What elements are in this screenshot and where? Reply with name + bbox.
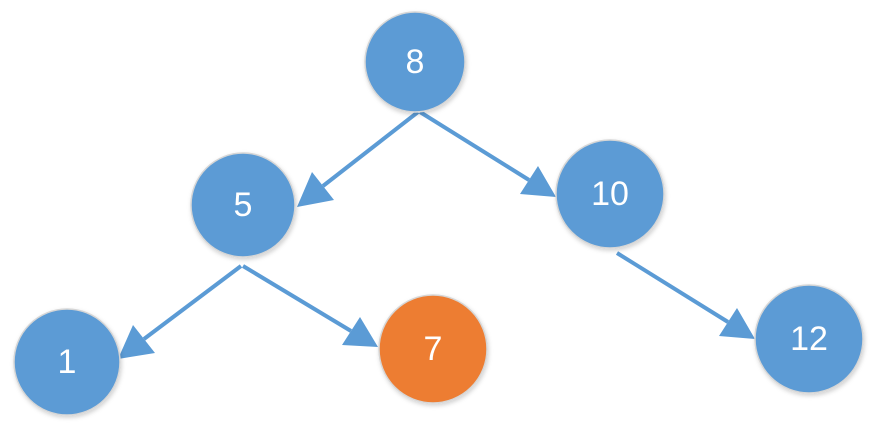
node-7: 7 <box>378 294 488 404</box>
node-label: 12 <box>790 320 828 358</box>
edge-5-to-7 <box>241 264 378 347</box>
arrowhead <box>342 317 378 347</box>
edge-10-to-12 <box>615 251 755 339</box>
tree-nodes: 8 5 10 1 7 12 <box>13 11 864 416</box>
edge-line <box>142 264 243 341</box>
node-label: 5 <box>234 186 253 224</box>
node-label: 7 <box>424 330 443 368</box>
node-1: 1 <box>13 308 121 416</box>
node-circle <box>754 284 864 394</box>
edge-line <box>615 251 730 324</box>
arrowhead <box>297 172 334 207</box>
node-8: 8 <box>364 11 466 113</box>
edge-line <box>418 110 531 182</box>
node-circle <box>190 152 296 258</box>
node-circle <box>555 139 665 249</box>
node-5: 5 <box>190 152 296 258</box>
node-12: 12 <box>754 284 864 394</box>
edge-8-to-10 <box>418 110 556 197</box>
arrowhead <box>719 308 755 339</box>
node-circle <box>13 308 121 416</box>
node-label: 8 <box>406 43 425 81</box>
edge-line <box>241 264 353 333</box>
node-circle <box>378 294 488 404</box>
node-10: 10 <box>555 139 665 249</box>
arrowhead <box>118 325 155 359</box>
edge-8-to-5 <box>297 110 420 207</box>
node-label: 1 <box>58 343 77 381</box>
arrowhead <box>520 166 556 197</box>
node-circle <box>364 11 466 113</box>
edge-line <box>321 110 420 188</box>
node-label: 10 <box>591 175 629 213</box>
tree-edges <box>118 110 755 359</box>
edge-5-to-1 <box>118 264 243 359</box>
